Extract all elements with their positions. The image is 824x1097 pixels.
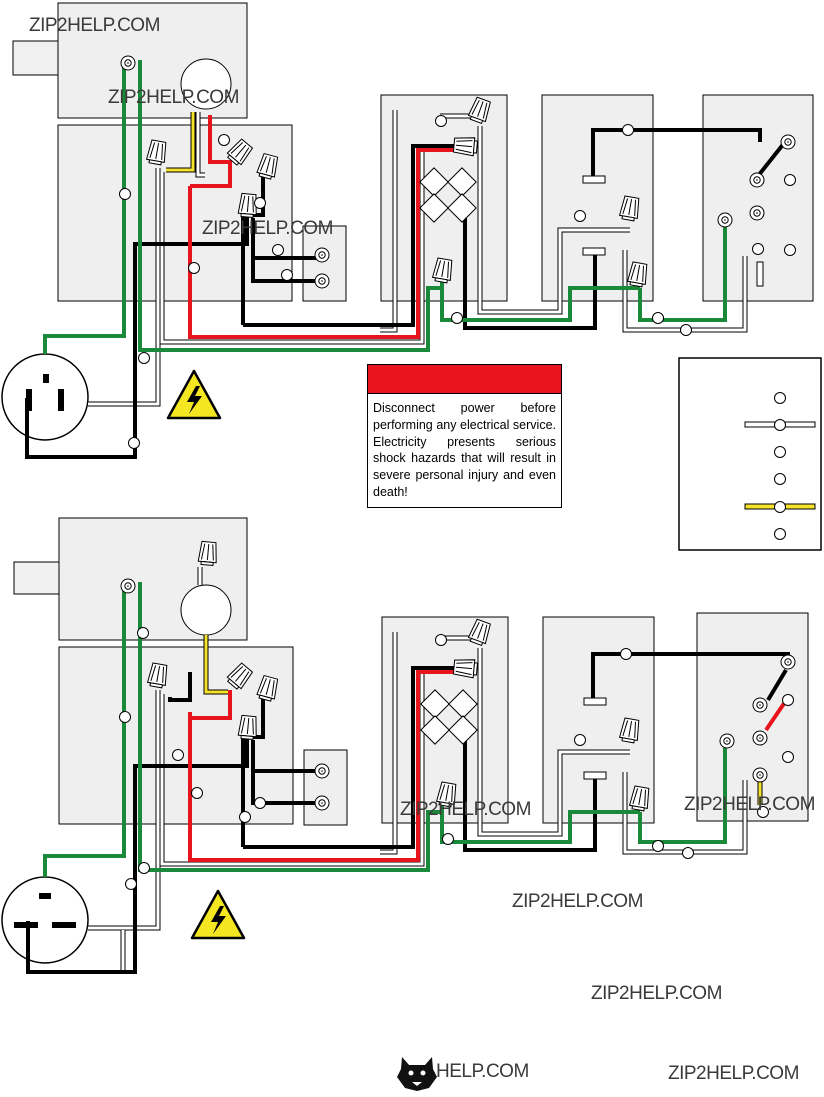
warning-box: Disconnect power before performing any e… xyxy=(367,364,562,508)
mascot-logo-icon xyxy=(396,1055,438,1091)
electrical-hazard-icon xyxy=(166,369,222,420)
warning-header-bar xyxy=(368,365,561,394)
warning-text: Disconnect power before performing any e… xyxy=(373,401,556,499)
watermark: HELP.COM xyxy=(436,1061,529,1082)
watermark: ZIP2HELP.COM xyxy=(684,794,815,815)
watermark: ZIP2HELP.COM xyxy=(591,983,722,1004)
watermark: ZIP2HELP.COM xyxy=(202,218,333,239)
watermark: ZIP2HELP.COM xyxy=(29,15,160,36)
top-diagram xyxy=(1,2,814,459)
bottom-diagram xyxy=(1,517,809,974)
watermark: ZIP2HELP.COM xyxy=(512,891,643,912)
watermark: ZIP2HELP.COM xyxy=(668,1063,799,1084)
watermark: ZIP2HELP.COM xyxy=(400,799,531,820)
terminal-legend xyxy=(678,357,822,551)
watermark: ZIP2HELP.COM xyxy=(108,87,239,108)
electrical-hazard-icon xyxy=(190,889,246,940)
